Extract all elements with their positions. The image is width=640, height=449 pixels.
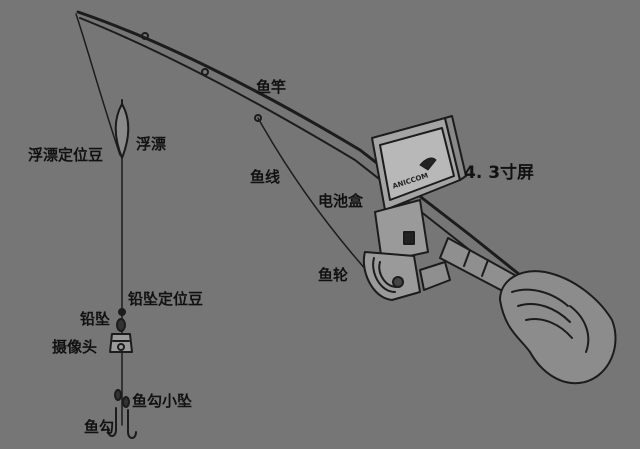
label-sinker-stopper: 铅坠定位豆 xyxy=(128,290,204,308)
monitor-screen xyxy=(371,115,467,211)
reel xyxy=(362,251,451,301)
label-hook: 鱼勾 xyxy=(84,418,115,436)
label-rod: 鱼竿 xyxy=(256,78,287,96)
float-icon xyxy=(114,103,130,159)
label-small-sinker: 鱼勾小坠 xyxy=(132,392,193,410)
label-camera: 摄像头 xyxy=(52,338,98,356)
label-float-stopper: 浮漂定位豆 xyxy=(28,146,104,164)
small-sinker-icon xyxy=(114,389,122,401)
hand-icon xyxy=(499,270,617,385)
label-float: 浮漂 xyxy=(136,135,167,153)
hook-icon xyxy=(107,407,117,437)
label-battery-box: 电池盒 xyxy=(318,192,364,210)
label-line: 鱼线 xyxy=(250,168,281,186)
sinker-stopper-bead xyxy=(118,308,126,316)
fishing-line-upper xyxy=(75,13,121,156)
label-reel: 鱼轮 xyxy=(318,266,349,284)
label-sinker: 铅坠 xyxy=(80,310,111,328)
fishing-rod xyxy=(76,10,522,277)
fishing-line-to-reel xyxy=(257,117,376,281)
label-screen: 4. 3寸屏 xyxy=(464,163,535,183)
sinker-icon xyxy=(116,318,126,332)
battery-box xyxy=(374,199,429,263)
